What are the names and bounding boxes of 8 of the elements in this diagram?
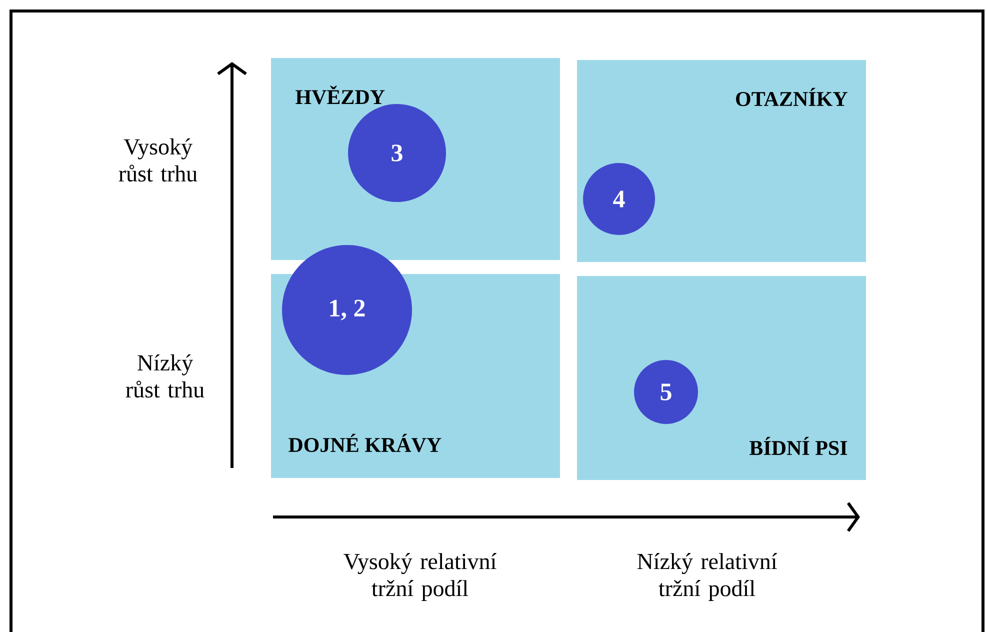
bubble: 4 [583,163,655,235]
bubble: 3 [348,104,446,202]
bubble: 1, 2 [282,245,412,375]
axis-label: Nízký relativní tržní podíl [637,553,778,601]
axis-label: Nízký růst trhu [126,354,204,398]
bubble: 5 [634,360,698,424]
axis-label: Vysoký relativní tržní podíl [344,553,496,601]
axis-label: Vysoký růst trhu [118,138,198,182]
